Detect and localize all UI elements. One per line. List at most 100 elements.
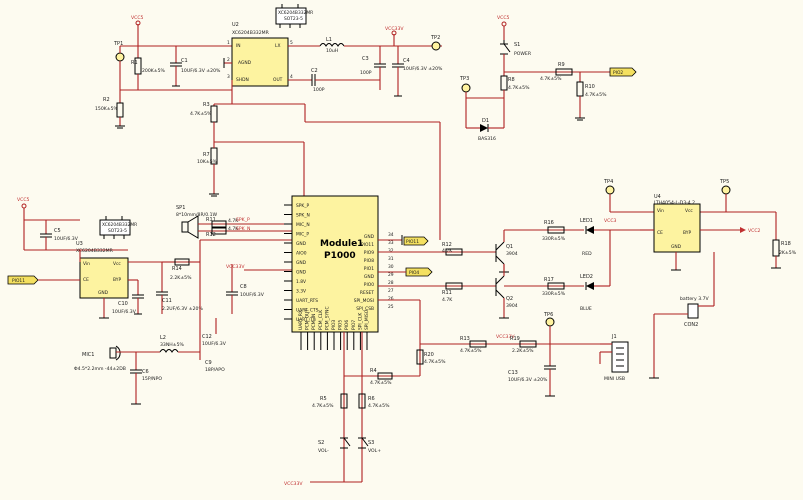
r10-resistor: R10 4.7K±5% [575,72,607,121]
svg-text:PIO11: PIO11 [12,278,25,284]
svg-text:4.7K±5%: 4.7K±5% [508,85,530,91]
svg-text:10UF/6.3V: 10UF/6.3V [112,309,137,315]
svg-text:TP5: TP5 [719,179,729,185]
svg-text:4.7K: 4.7K [442,297,453,303]
module-bottom-pin: PCM_OUT [305,309,311,330]
svg-text:2K±5%: 2K±5% [779,250,797,256]
q2-transistor: Q2 3904 [495,264,518,319]
net-pio11-left: PIO11 [7,275,80,285]
svg-text:R4: R4 [370,368,377,374]
module-right-pin-number: 25 [388,304,394,310]
svg-text:C11: C11 [162,298,172,304]
c4-capacitor: C4 10UF/6.3V ±20% [392,46,443,97]
module-bottom-pin: PIO5 [338,320,344,330]
q1-transistor: Q1 3904 [495,230,518,273]
svg-text:R3: R3 [203,102,210,108]
module1-p1000: Module1 P1000 SPK_PSPK_NMIC_NMIC_PGNDAIO… [284,195,394,350]
svg-text:battery 3.7V: battery 3.7V [680,296,710,302]
svg-text:Vcc: Vcc [113,261,121,267]
u4-charger: U4 LTH4054-L-D3-4.2 Vin Vcc CE BYP GND [653,194,701,271]
svg-text:2.2K±5%: 2.2K±5% [170,275,192,281]
tp3-testpoint: TP3 [459,76,471,93]
c1-capacitor: C1 10UF/6.3V ±20% [170,46,221,87]
c2-capacitor: C2 100P [288,68,380,93]
svg-text:4.7K: 4.7K [228,226,239,232]
svg-text:LED1: LED1 [580,218,593,224]
svg-text:3904: 3904 [506,303,518,309]
c6-capacitor: C6 15P/NPO [130,352,162,405]
module-left-pin: UART_TX [296,317,316,323]
svg-text:330R±5%: 330R±5% [542,291,566,297]
svg-text:R7: R7 [203,152,210,158]
svg-text:2.2K±5%: 2.2K±5% [512,348,534,354]
module-bottom-pin: SPI_MISO [364,309,370,330]
led2-blue: LED2 BLUE [580,230,611,312]
svg-text:MINI USB: MINI USB [604,376,625,382]
svg-text:VCC33V: VCC33V [226,264,245,270]
tp1-testpoint: TP1 [113,41,125,62]
module-right-pin-number: 31 [388,256,394,262]
net-pio11-right: PIO11 [403,236,429,246]
svg-text:R14: R14 [172,266,182,272]
r13-resistor: R13 4.7K±5% [460,336,487,354]
svg-text:4.7K±5%: 4.7K±5% [540,76,562,82]
svg-text:10UF/6.3V ±20%: 10UF/6.3V ±20% [403,66,443,72]
svg-text:D1: D1 [482,118,489,124]
svg-text:R11: R11 [442,290,452,296]
svg-text:R1: R1 [131,60,138,66]
svg-text:4.7K: 4.7K [442,248,453,254]
svg-text:RED: RED [582,251,592,257]
module-left-pin: AIO0 [296,251,307,257]
module-name: P1000 [324,251,356,261]
r9-resistor: R9 4.7K±5% [540,62,573,82]
r14-resistor: R14 2.2K±5% [162,258,200,281]
vcc33-mid-symbol: VCC33V [226,264,292,271]
module-bottom-pin: PCM_IN [311,314,317,330]
svg-text:GND: GND [98,290,109,296]
module-right-pin: GND [364,274,375,280]
module-bottom-pin: PIO7 [351,320,357,330]
svg-text:5: 5 [290,40,293,46]
svg-text:IN: IN [236,43,241,49]
vcc2-symbol: VCC2 [700,227,761,234]
svg-text:200K±5%: 200K±5% [142,68,166,74]
svg-text:SP1: SP1 [176,205,185,211]
svg-text:C4: C4 [403,58,410,64]
svg-text:100P: 100P [360,70,372,76]
tp6-testpoint: TP6 [543,312,555,344]
svg-text:10UF/6.3V: 10UF/6.3V [54,236,79,242]
svg-text:VCC3: VCC3 [604,218,617,224]
svg-text:U2: U2 [232,22,239,28]
module-right-pin-number: 28 [388,280,394,286]
svg-text:TP2: TP2 [430,35,440,41]
r19-resistor: R19 2.2K±5% [510,336,537,354]
svg-text:10UF/6.3V: 10UF/6.3V [240,292,265,298]
module-right-pin: PIO1 [364,266,374,272]
svg-text:XC6204B332MR: XC6204B332MR [232,30,270,36]
s3-vol-plus-switch: S3 VOL+ [358,437,381,454]
svg-text:XC6204B332MR: XC6204B332MR [278,10,313,16]
svg-text:LTH4054-L-D3-4.2: LTH4054-L-D3-4.2 [654,200,695,206]
svg-text:Q1: Q1 [506,244,513,250]
led1-red: LED1 RED [580,218,640,257]
svg-text:SPK_P: SPK_P [236,217,250,223]
svg-text:10UF/6.3V: 10UF/6.3V [202,341,227,347]
svg-text:LX: LX [275,43,280,49]
r18-resistor: R18 2K±5% [771,212,797,269]
svg-text:8*10mm/8R/0.1W: 8*10mm/8R/0.1W [176,212,218,218]
svg-text:R9: R9 [558,62,565,68]
module-left-pin: GND [296,241,307,247]
module-left-pin: GND [296,270,307,276]
svg-text:R8: R8 [508,77,515,83]
svg-text:Vcc: Vcc [685,208,693,214]
svg-text:R12: R12 [206,232,216,238]
svg-text:10uH: 10uH [326,48,338,54]
svg-text:18P/APO: 18P/APO [205,367,225,373]
svg-text:3: 3 [227,74,230,80]
svg-text:R16: R16 [544,220,554,226]
module-bottom-pin: SPI_CLK [357,313,363,330]
svg-text:VCC5: VCC5 [17,197,30,203]
l1-inductor: L1 10uH [288,37,442,54]
